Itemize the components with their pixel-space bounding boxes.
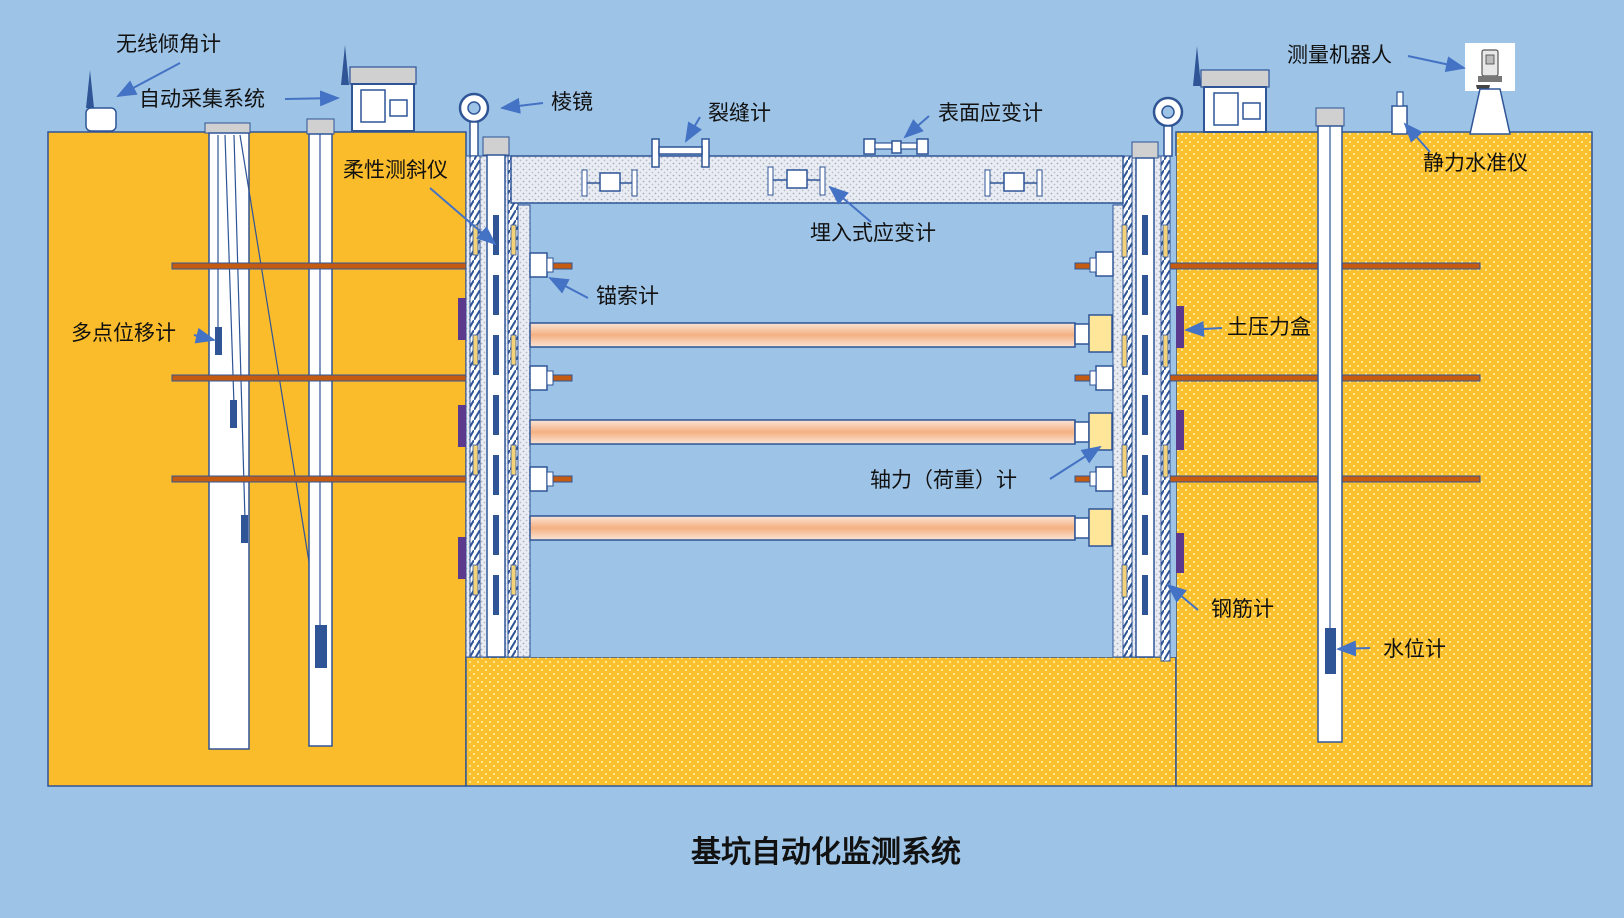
label-surface-strain-gauge: 表面应变计 [938,101,1043,125]
acquisition-box-right [1193,46,1270,133]
label-flexible-inclinometer: 柔性测斜仪 [343,158,448,182]
multipoint-extensometer [204,122,321,750]
excavation-pit [466,156,1176,657]
anchor-cells-left [529,252,554,492]
water-level-well-right [1315,107,1345,743]
label-earth-pressure-cell: 土压力盒 [1227,315,1311,339]
hydrostatic-level [1391,91,1408,135]
right-retaining-wall [1112,141,1171,662]
label-measurement-robot: 测量机器人 [1287,43,1392,67]
axial-force-meters [1074,314,1113,547]
wireless-tiltmeter [85,70,117,132]
surface-strain-gauge [863,138,929,155]
label-hydrostatic-level: 静力水准仪 [1423,151,1528,175]
crack-meter [651,138,710,168]
left-retaining-wall [465,136,531,658]
robotic-total-station [1465,43,1515,135]
label-acquisition-system: 自动采集系统 [139,87,265,111]
label-anchor-cell: 锚索计 [596,284,659,308]
earth-pressure-cells-left [458,298,466,579]
label-crack-meter: 裂缝计 [708,101,771,125]
earth-pressure-cells-right [1176,306,1184,573]
acquisition-box-left [341,45,417,132]
label-prism: 棱镜 [551,90,593,114]
label-multipoint-extensometer: 多点位移计 [71,321,176,345]
label-axial-force-meter: 轴力（荷重）计 [870,468,1017,492]
annotation-arrows [116,55,1466,657]
pit-bottom-soil [465,656,1177,787]
anchor-rods-right [1074,262,1481,483]
prism-right [1152,96,1184,157]
anchor-rods-left [171,262,573,483]
diagram-title: 基坑自动化监测系统 [691,835,961,870]
prism-left [458,92,490,157]
label-water-level-gauge: 水位计 [1383,637,1446,661]
steel-struts [529,322,1076,541]
label-rebar-meter: 钢筋计 [1211,597,1274,621]
left-soil [47,131,467,787]
label-wireless-tiltmeter: 无线倾角计 [116,32,221,56]
anchor-cells-right [1089,251,1114,492]
right-soil [1175,131,1593,787]
label-embedded-strain-gauge: 埋入式应变计 [810,221,936,245]
embedded-strain-gauges [581,166,1043,197]
water-level-well-left [306,118,335,747]
